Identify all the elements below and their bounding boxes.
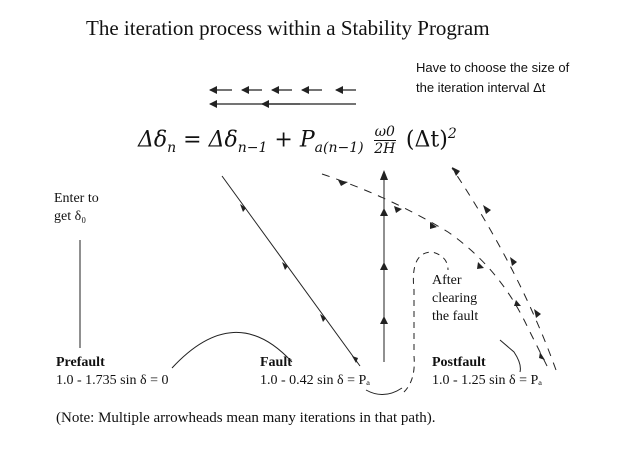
note-line-2: the iteration interval Δt	[416, 80, 546, 95]
enter-label: Enter to get δ₀	[54, 190, 99, 226]
footnote: (Note: Multiple arrowheads mean many ite…	[56, 410, 436, 426]
prefault-equation: 1.0 - 1.735 sin δ = 0	[56, 373, 169, 388]
eq-lhs: Δδ	[138, 127, 168, 153]
eq-frac-den: 2H	[374, 141, 396, 157]
enter-line-1: Enter to	[54, 191, 99, 206]
clearing-return	[403, 355, 415, 393]
diagram-title: The iteration process within a Stability…	[86, 16, 490, 40]
prefault-heading: Prefault	[56, 355, 105, 370]
enter-line-2: get δ₀	[54, 209, 87, 224]
postfault-equation: 1.0 - 1.25 sin δ = Pₐ	[432, 373, 543, 388]
after-line-2: clearing	[432, 291, 478, 306]
eq-term2-sub: a(n−1)	[314, 139, 364, 156]
fault-ascent-path	[380, 170, 388, 362]
eq-term1: Δδ	[208, 127, 238, 153]
eq-term2: P	[299, 127, 315, 153]
fault-descent-path	[221, 175, 361, 367]
postfault-descent-path	[321, 173, 549, 369]
eq-equals: =	[183, 127, 202, 153]
after-line-3: the fault	[432, 309, 479, 324]
eq-term1-sub: n−1	[237, 139, 268, 156]
postfault-link	[499, 339, 521, 373]
eq-plus: +	[274, 127, 293, 153]
postfault-ascent-path	[451, 167, 557, 371]
eq-fraction: ω0 2H	[373, 124, 396, 157]
iteration-interval-note: Have to choose the size of the iteration…	[416, 58, 569, 98]
eq-lhs-sub: n	[167, 139, 177, 156]
clearing-loop	[412, 251, 449, 350]
after-line-1: After	[432, 273, 462, 288]
prefault-fault-arc	[171, 331, 293, 369]
eq-frac-num: ω0	[373, 124, 396, 141]
eq-tail: (Δt)	[405, 127, 448, 153]
fault-equation: 1.0 - 0.42 sin δ = Pₐ	[260, 373, 371, 388]
fault-dip-arc	[365, 387, 403, 395]
after-clearing-label: After clearing the fault	[432, 272, 502, 326]
iteration-equation: Δδn = Δδn−1 + Pa(n−1) ω0 2H (Δt)2	[138, 124, 457, 157]
eq-tail-sup: 2	[447, 126, 457, 143]
fault-heading: Fault	[260, 355, 292, 370]
postfault-heading: Postfault	[432, 355, 486, 370]
note-line-1: Have to choose the size of	[416, 60, 570, 75]
